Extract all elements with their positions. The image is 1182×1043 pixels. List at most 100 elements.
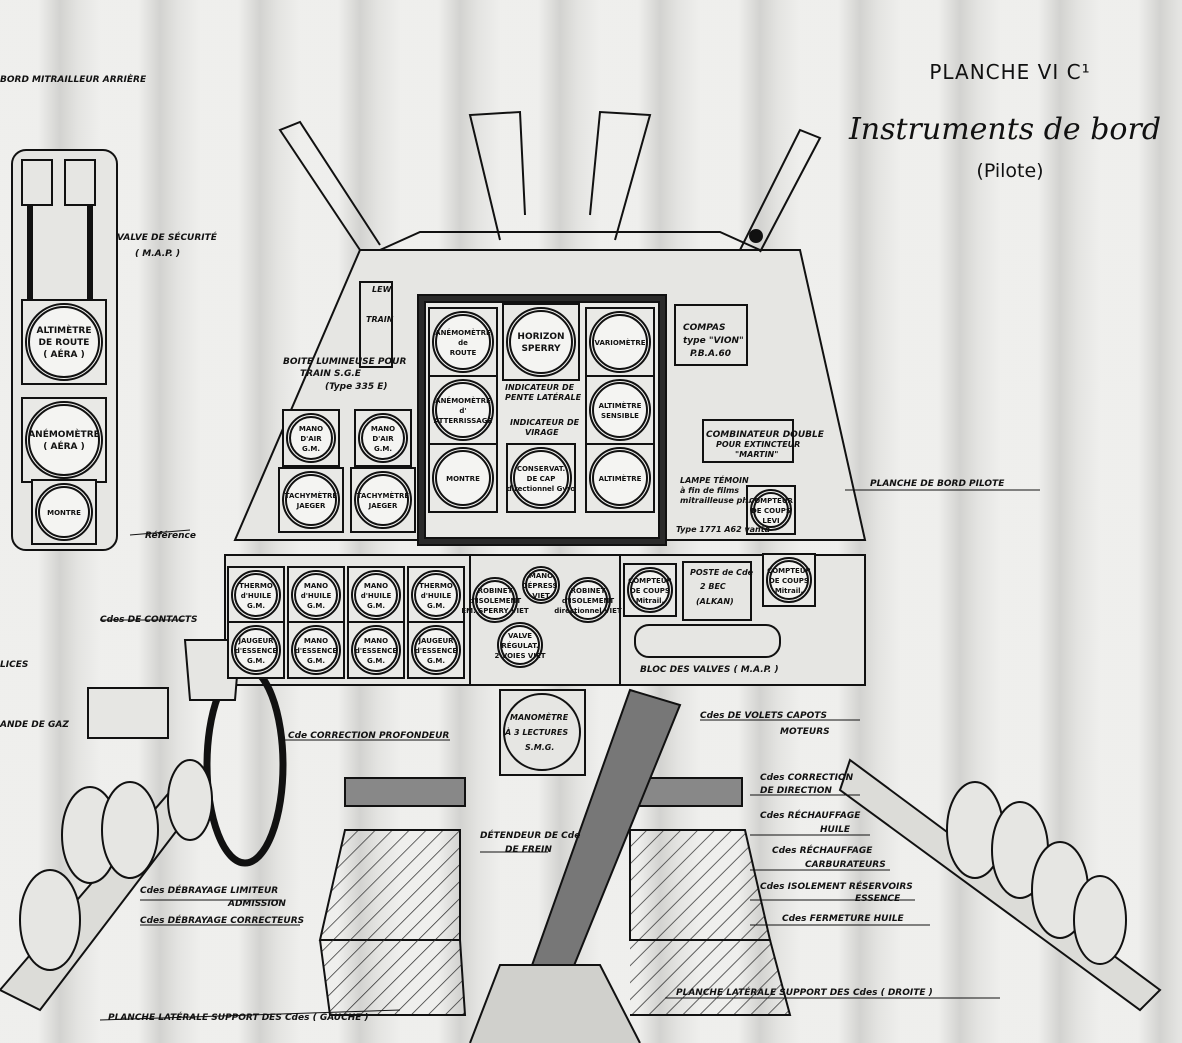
rear-gauge-1-label: ALTIMÈTRE: [36, 324, 91, 336]
lower-gauge-2-label: G.M.: [307, 602, 325, 610]
valve-gauge-1-label: EM. SPERRY VIET: [461, 607, 529, 615]
lower-gauge-5-label: JAUGEUR: [237, 637, 274, 645]
lampe-label-2: à fin de films: [680, 486, 739, 495]
rear-gauge-1-label: ( AÉRA ): [43, 348, 85, 360]
detendeur-label-2: DE FREIN: [505, 845, 552, 855]
combinateur-box: [702, 419, 794, 463]
page-title: Instruments de bord: [848, 112, 1162, 147]
light-box-train: TRAIN: [366, 315, 394, 324]
left-gauge-3-bezel: [285, 474, 337, 526]
left-gauge-4-bezel: [357, 474, 409, 526]
light-box: [359, 281, 393, 368]
lower-gauge-1-label: THERMO: [239, 582, 273, 590]
reference-label: Référence: [145, 530, 196, 541]
valve-gauge-1-label: ROBINET: [478, 587, 513, 595]
left-gauge-3-label: JAEGER: [296, 502, 326, 510]
poste-label: POSTE de Cde: [690, 568, 754, 577]
fermeture-label: Cdes FERMETURE HUILE: [782, 914, 905, 924]
center-gauge-2-bezel: [509, 310, 573, 374]
counter-gauge-3-label: DE COUPS: [769, 577, 809, 585]
center-gauge-5-bezel: [592, 382, 648, 438]
valve-gauge-4-label: 2 VOIES VIET: [495, 652, 546, 660]
contacts-label: Cdes DE CONTACTS: [100, 615, 198, 625]
helices-label: LICES: [0, 660, 28, 670]
isolement-label-2: ESSENCE: [855, 894, 901, 904]
support-gauche-label: PLANCHE LATÉRALE SUPPORT DES Cdes ( GAUC…: [108, 1011, 369, 1023]
valve-gauge-3-label: ROBINET: [571, 587, 606, 595]
manometre-label-2: À 3 LECTURES: [504, 727, 568, 737]
combinateur-label-2: POUR EXTINCTEUR: [716, 440, 800, 449]
counter-gauge-1-label: DE COUPS: [751, 507, 791, 515]
lower-gauge-8-label: G.M.: [427, 657, 445, 665]
lower-gauge-2-label: MANO: [304, 582, 328, 590]
debrayage-corr-label: Cdes DÉBRAYAGE CORRECTEURS: [140, 914, 304, 926]
counter-gauge-3-bezel: [769, 560, 809, 600]
center-gauge-4-bezel: [435, 382, 491, 438]
center-gauge-1-label: de: [458, 339, 468, 347]
center-gauge-2-label: SPERRY: [521, 344, 561, 354]
poste-box: [682, 561, 752, 621]
lower-gauge-6-label: d'ESSENCE: [295, 647, 337, 655]
valve-gauge-4-label: VALVE: [508, 632, 532, 640]
lower-gauge-3-label: MANO: [364, 582, 388, 590]
gaz-label: ANDE DE GAZ: [0, 720, 69, 730]
windshield-strut-mid-left: [468, 110, 526, 241]
rear-gauge-3-label: MONTRE: [47, 509, 81, 517]
lampe-label-4: Type 1771 A62 vanta: [676, 525, 770, 534]
center-gauge-4-label: ANÉMOMÈTRE: [435, 396, 491, 405]
pedal-right: [631, 777, 743, 807]
center-gauge-6-bezel: [435, 450, 491, 506]
lower-gauge-7-bezel: [354, 628, 398, 672]
counter-gauge-1-label: LEVI: [762, 517, 779, 525]
left-gauge-2-label: MANO: [371, 425, 395, 433]
windshield-strut-left: [278, 120, 381, 251]
debrayage-lim-label-2: ADMISSION: [227, 899, 286, 909]
pedal-left: [344, 777, 466, 807]
detendeur-label: DÉTENDEUR DE Cde: [480, 829, 580, 841]
center-gauge-8-bezel: [592, 450, 648, 506]
center-gauge-6-label: MONTRE: [446, 475, 480, 483]
center-gauge-7-label: DE CAP: [527, 475, 556, 483]
light-box-lew: LEW: [372, 285, 393, 294]
center-gauge-1-bezel: [435, 314, 491, 370]
valve-gauge-1-label: d'ISOLEMENT: [469, 597, 522, 605]
valve-gauge-3-label: d'ISOLEMENT: [562, 597, 615, 605]
debrayage-lim-label: Cdes DÉBRAYAGE LIMITEUR: [140, 884, 278, 896]
left-gauge-1-bezel: [289, 416, 333, 460]
center-gauge-1-label: ROUTE: [450, 349, 477, 357]
lower-gauge-3-label: d'HUILE: [361, 592, 392, 600]
left-gauge-1-label: MANO: [299, 425, 323, 433]
windshield-strut-mid-right: [589, 110, 652, 241]
rear-gauge-1-bezel: [28, 306, 100, 378]
rear-gauge-3-bezel: [38, 486, 90, 538]
volets-label-2: MOTEURS: [780, 727, 830, 737]
rear-gauge-2-label: ( AÉRA ): [43, 440, 85, 452]
counter-gauge-2-label: Mitrail.: [636, 597, 664, 605]
center-gauge-5-label: SENSIBLE: [601, 412, 639, 420]
lower-gauge-4-label: THERMO: [419, 582, 453, 590]
center-gauge-8-label: ALTIMÈTRE: [599, 474, 642, 483]
rech-huile-label-2: HUILE: [820, 825, 851, 835]
lampe-label: LAMPE TÉMOIN: [680, 474, 749, 485]
correction-prof-label: Cde CORRECTION PROFONDEUR: [288, 731, 449, 741]
lower-gauge-6-label: MANO: [304, 637, 328, 645]
lower-gauge-1-label: d'HUILE: [241, 592, 272, 600]
center-gauge-5-label: ALTIMÈTRE: [599, 401, 642, 410]
lower-gauge-4-bezel: [414, 573, 458, 617]
rech-huile-label: Cdes RÉCHAUFFAGE: [760, 809, 861, 821]
center-gauge-2-label: HORIZON: [517, 332, 564, 342]
valve-gauge-2-label: VIET: [532, 592, 550, 600]
correction-dir-label-2: DE DIRECTION: [760, 786, 832, 796]
lower-gauge-1-label: G.M.: [247, 602, 265, 610]
compas-label-3: P.B.A.60: [690, 349, 731, 359]
lower-gauge-5-label: G.M.: [247, 657, 265, 665]
manometre-label: MANOMÈTRE: [510, 712, 569, 722]
valve-gauge-3-label: directionnel VIET: [554, 607, 622, 615]
counter-gauge-3-label: COMPTEUR: [767, 567, 811, 575]
windshield-strut-right: [739, 128, 822, 253]
compas-box: [674, 304, 748, 366]
combinateur-label: COMBINATEUR DOUBLE: [706, 430, 825, 440]
correction-dir-label: Cdes CORRECTION: [760, 773, 854, 783]
bloc-valves-label: BLOC DES VALVES ( M.A.P. ): [640, 665, 779, 675]
